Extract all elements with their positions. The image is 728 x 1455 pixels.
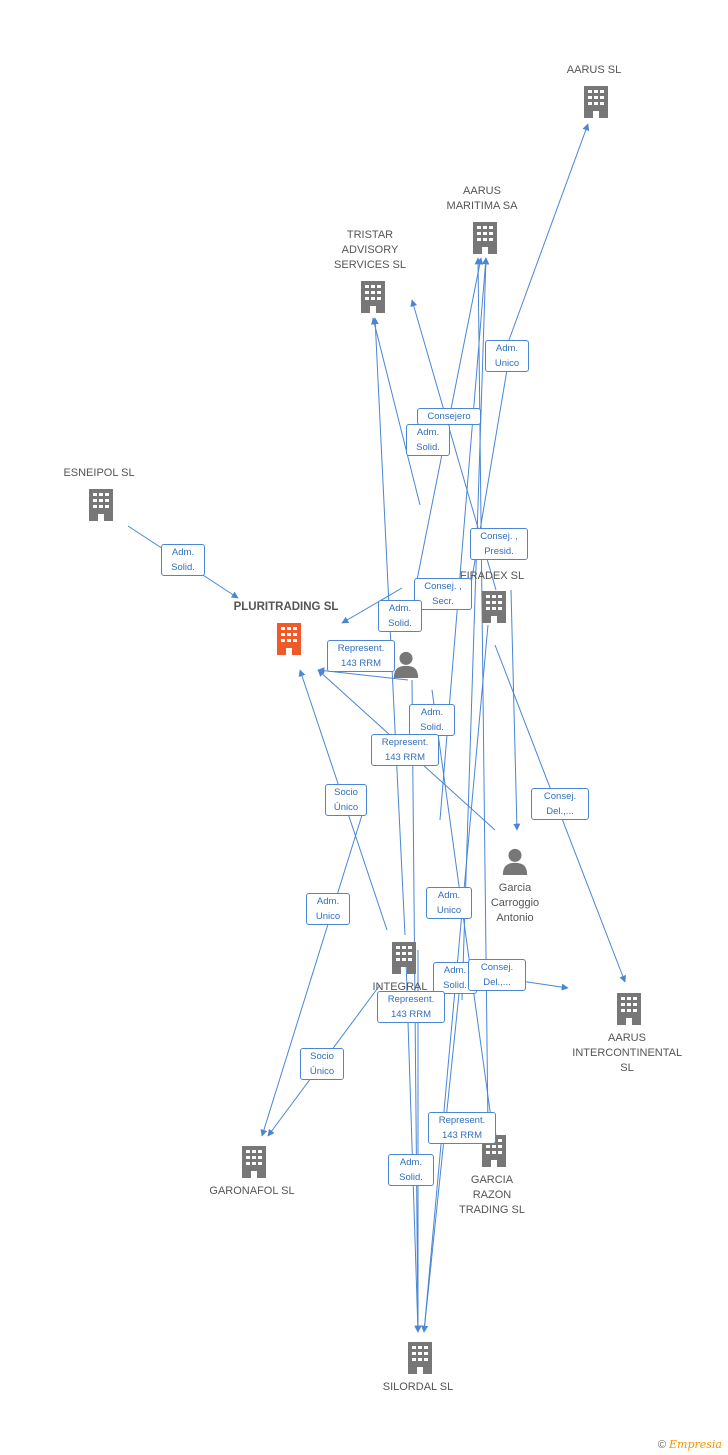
aarus-maritima-building-icon[interactable] xyxy=(473,222,497,254)
copyright-symbol: © xyxy=(657,1439,666,1451)
edge-label-consej-del-2: Consej. Del.,... xyxy=(468,959,526,991)
garcia-carroggio-person-icon[interactable] xyxy=(502,848,528,875)
edge-line xyxy=(260,814,363,1137)
edge-label-adm-unico-3: Adm. Unico xyxy=(426,887,472,919)
aarus-sl-building-icon[interactable] xyxy=(584,86,608,118)
brand-logo[interactable]: Empresia xyxy=(669,1438,722,1451)
tristar-building-icon[interactable] xyxy=(361,281,385,313)
edge-label-represent-1: Represent. 143 RRM xyxy=(327,640,395,672)
edge-line xyxy=(510,589,521,831)
aarus-sl-label[interactable]: AARUS SL xyxy=(566,64,622,76)
footer: © Empresia xyxy=(658,1438,722,1451)
esneipol-building-icon[interactable] xyxy=(89,489,113,521)
edge-label-consejero: Consejero xyxy=(417,408,481,425)
edge-label-consej-secr: Consej. , Secr. xyxy=(414,578,472,610)
edge-line xyxy=(371,317,421,506)
integral-building-icon[interactable] xyxy=(392,942,416,974)
edge-line xyxy=(474,257,489,1131)
node-icons xyxy=(89,86,641,1374)
edge-line xyxy=(341,587,403,624)
silordal-building-icon[interactable] xyxy=(408,1342,432,1374)
edge-label-socio-unico-2: Socio Único xyxy=(300,1048,344,1080)
tristar-label[interactable]: TRISTAR ADVISORY SERVICES SL xyxy=(334,229,406,271)
aarus-maritima-label[interactable]: AARUS MARITIMA SA xyxy=(446,185,518,212)
edge-label-adm-solid-3: Adm. Solid. xyxy=(378,600,422,632)
edge-label-adm-solid-6: Adm. Solid. xyxy=(388,1154,434,1186)
edge-label-adm-solid-4: Adm. Solid. xyxy=(409,704,455,736)
edge-label-represent-4: Represent. 143 RRM xyxy=(428,1112,496,1144)
person-center-person-icon[interactable] xyxy=(393,651,419,678)
garcia-carroggio-label[interactable]: Garcia Carroggio Antonio xyxy=(490,882,540,924)
pluritrading-building-icon[interactable] xyxy=(277,623,301,655)
edge-label-represent-2: Represent. 143 RRM xyxy=(371,734,439,766)
edge-line xyxy=(508,123,590,341)
edge-line xyxy=(421,964,463,1333)
silordal-label[interactable]: SILORDAL SL xyxy=(382,1381,454,1393)
edge-label-consej-del-1: Consej. Del.,... xyxy=(531,788,589,820)
pluritrading-label[interactable]: PLURITRADING SL xyxy=(233,601,339,613)
edge-label-adm-unico-2: Adm. Unico xyxy=(306,893,350,925)
edge-label-consej-presid: Consej. , Presid. xyxy=(470,528,528,560)
edge-label-adm-solid-1: Adm. Solid. xyxy=(406,424,450,456)
edge-label-socio-unico-1: Socio Único xyxy=(325,784,367,816)
aarus-intercontinental-label[interactable]: AARUS INTERCONTINENTAL SL xyxy=(572,1032,683,1074)
aarus-intercontinental-building-icon[interactable] xyxy=(617,993,641,1025)
edge-label-represent-3: Represent. 143 RRM xyxy=(377,991,445,1023)
esneipol-label[interactable]: ESNEIPOL SL xyxy=(63,467,135,479)
firadex-building-icon[interactable] xyxy=(482,591,506,623)
garonafol-label[interactable]: GARONAFOL SL xyxy=(209,1185,295,1197)
garonafol-building-icon[interactable] xyxy=(242,1146,266,1178)
garcia-razon-label[interactable]: GARCIA RAZON TRADING SL xyxy=(458,1174,526,1216)
edge-label-adm-unico-1: Adm. Unico xyxy=(485,340,529,372)
edge-label-adm-solid-2: Adm. Solid. xyxy=(161,544,205,576)
integral-label[interactable]: INTEGRAL xyxy=(372,981,428,993)
edge-line xyxy=(461,257,490,1001)
